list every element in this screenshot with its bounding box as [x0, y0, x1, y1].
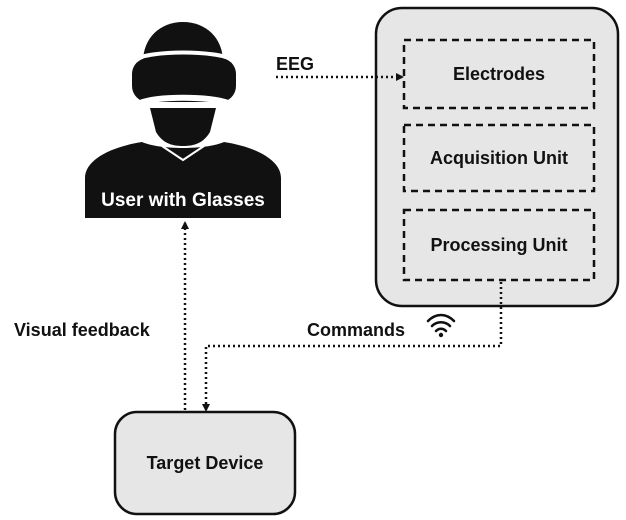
- processing-unit-box: [402, 208, 596, 282]
- processing-system-box: [374, 6, 620, 308]
- visual-feedback-label: Visual feedback: [14, 320, 150, 340]
- target-device-box: [113, 410, 297, 516]
- commands-label: Commands: [307, 320, 406, 340]
- commands-arrow: [202, 282, 503, 412]
- processing-unit-label: Processing Unit: [430, 234, 568, 255]
- user-label: User with Glasses: [101, 190, 265, 211]
- electrodes-box: [402, 38, 596, 110]
- wifi-icon: [426, 313, 456, 338]
- user-with-vr-glasses-icon: [85, 22, 281, 218]
- acquisition-unit-box: [402, 123, 596, 193]
- target-device-label: Target Device: [146, 452, 264, 473]
- acquisition-unit-label: Acquisition Unit: [430, 147, 568, 168]
- eeg-label: EEG: [276, 54, 315, 74]
- electrodes-label: Electrodes: [452, 63, 546, 84]
